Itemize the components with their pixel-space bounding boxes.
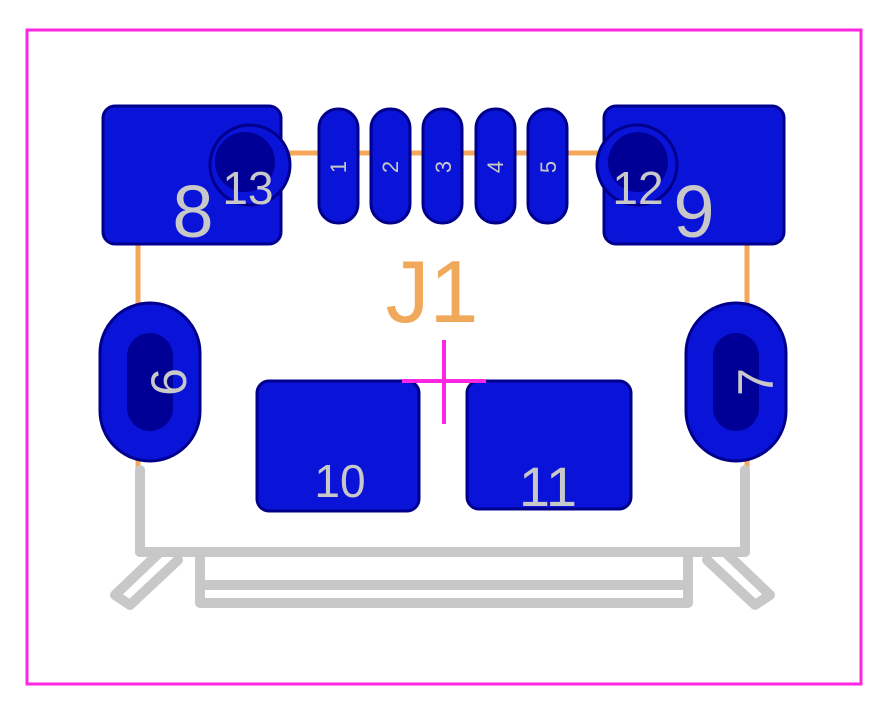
pad-12-hole [608, 132, 668, 192]
pad-10 [255, 379, 421, 513]
silk-left-leg [110, 465, 183, 610]
pad-13-hole [215, 132, 275, 192]
pad-label-5: 5 [536, 161, 561, 173]
pad-label-6: 6 [141, 368, 197, 396]
pad-5 [526, 107, 569, 225]
pad-label-7: 7 [728, 368, 784, 396]
pad-6-hole [127, 333, 173, 431]
pad-label-1: 1 [326, 161, 351, 173]
pad-label-11: 11 [519, 455, 577, 518]
pad-label-3: 3 [431, 161, 456, 173]
pad-label-9: 9 [673, 170, 714, 253]
pad-label-4: 4 [483, 161, 508, 173]
pad-label-10: 10 [314, 455, 365, 507]
reference-designator: J1 [386, 242, 479, 341]
pad-label-8: 8 [172, 170, 213, 253]
pad-11 [465, 379, 633, 511]
origin-crosshair [402, 340, 486, 424]
pad-1 [317, 107, 360, 225]
silkscreen-outline [110, 465, 775, 610]
pad-label-2: 2 [378, 161, 403, 173]
pad-label-13: 13 [222, 162, 273, 214]
pad-2 [369, 107, 412, 225]
pad-4 [474, 107, 517, 225]
silk-right-leg [702, 465, 775, 610]
pad-3 [421, 107, 464, 225]
courtyard-outline [25, 28, 863, 686]
pad-label-12: 12 [612, 162, 663, 214]
pad-7-hole [713, 333, 759, 431]
